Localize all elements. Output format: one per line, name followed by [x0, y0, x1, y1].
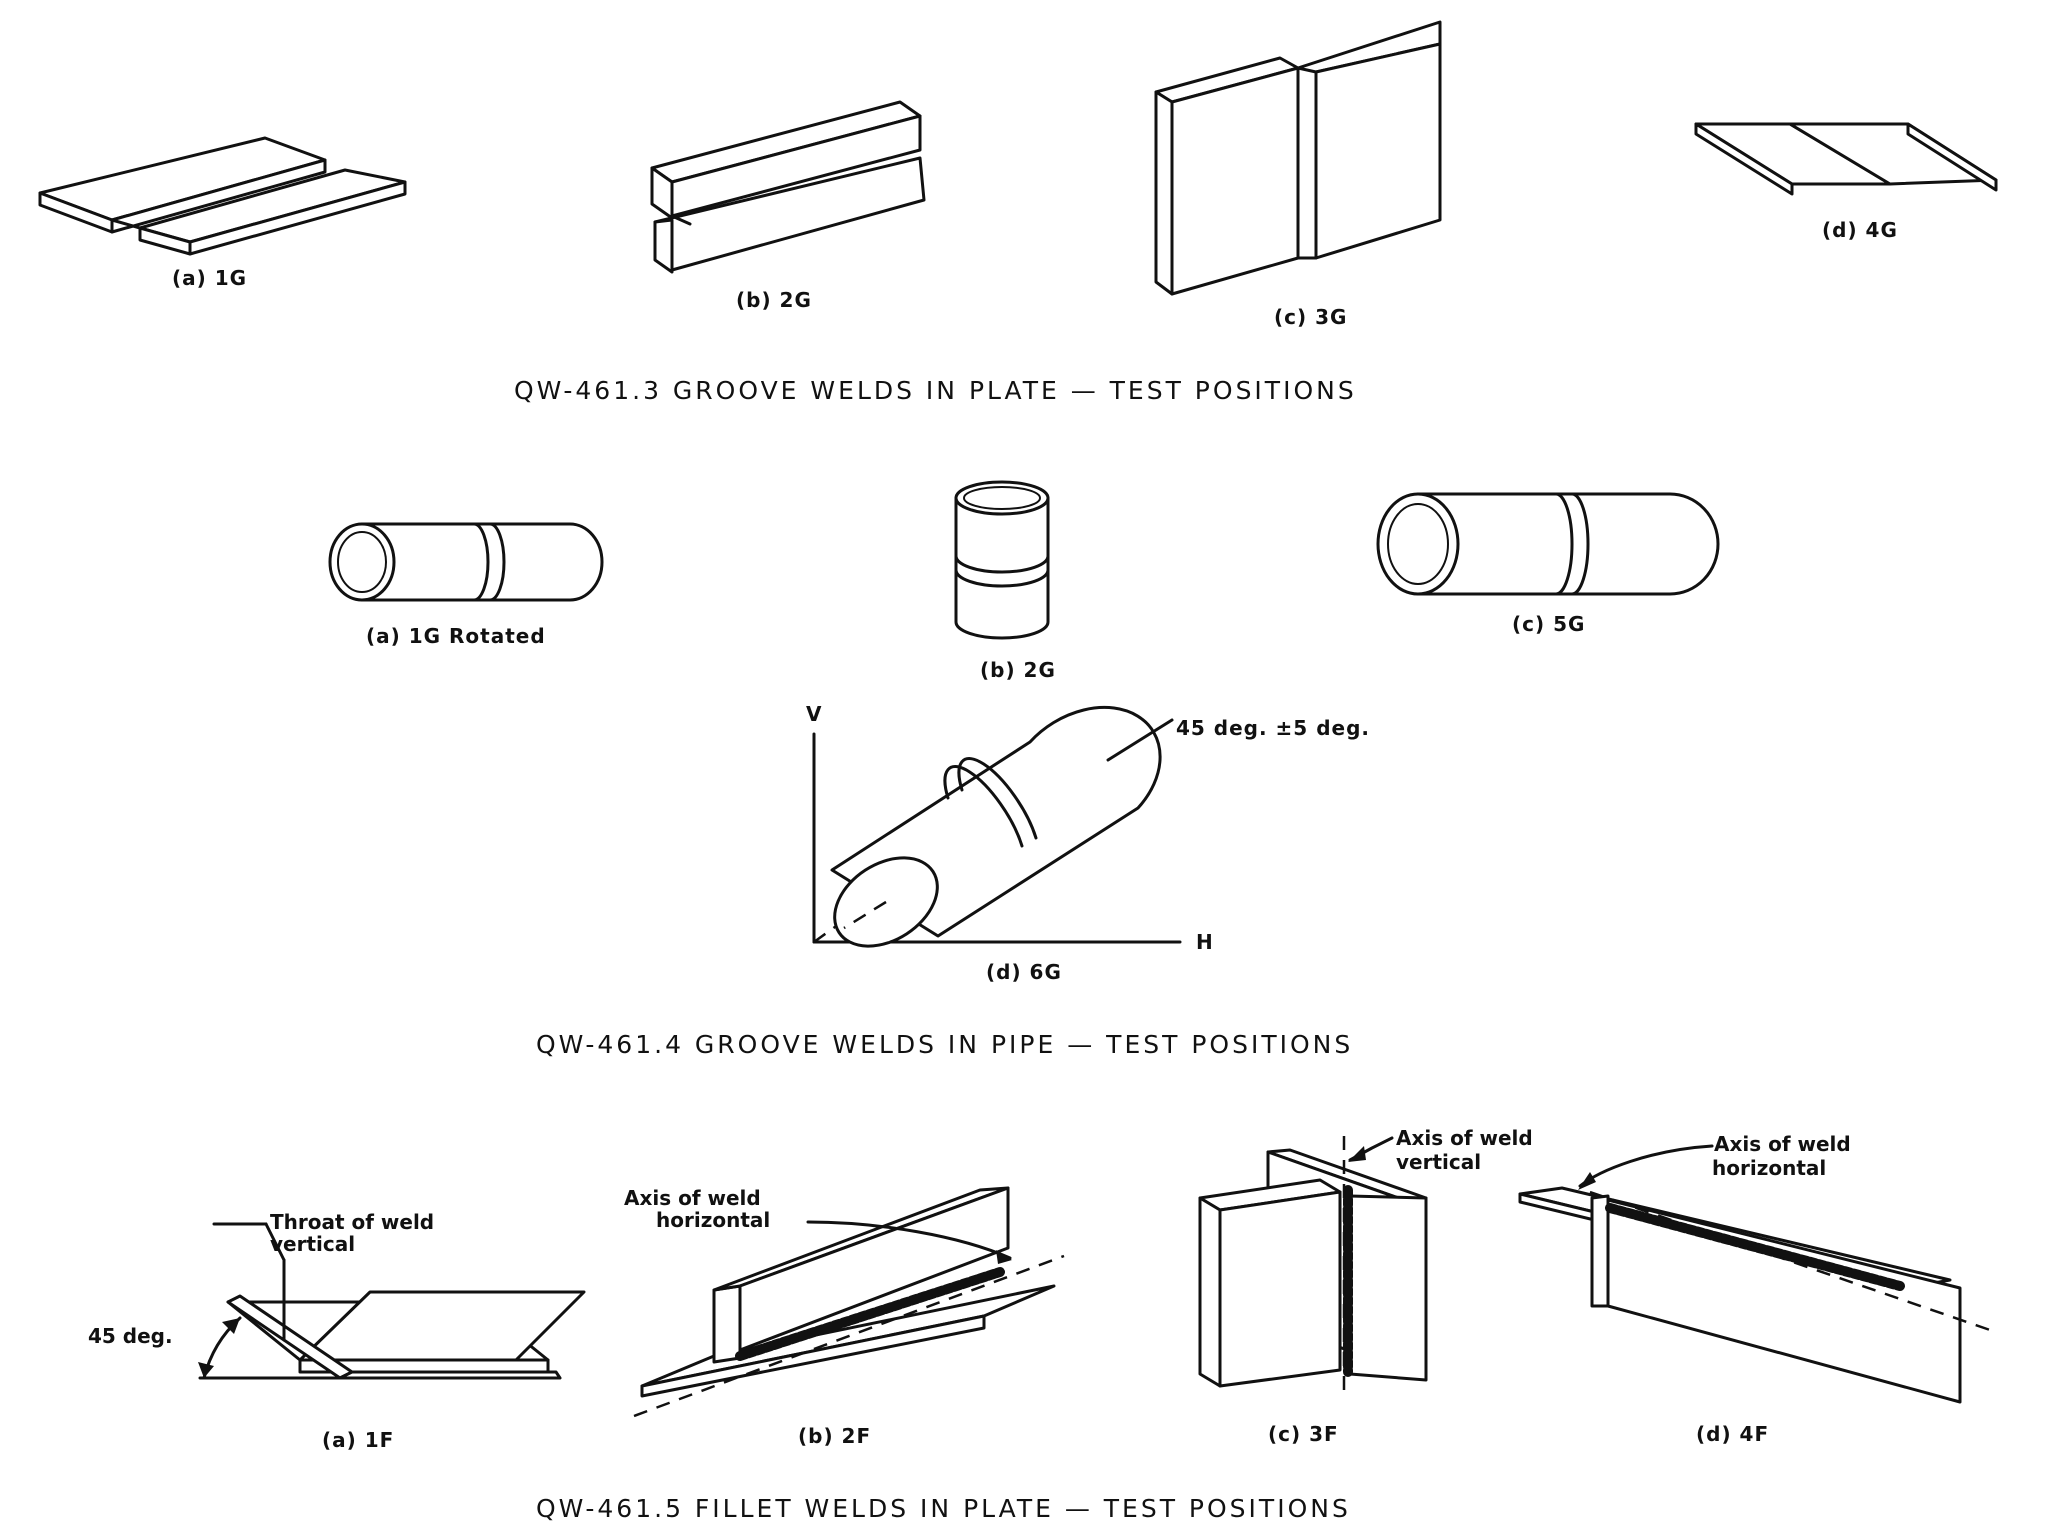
caption-plate-1g: (a) 1G [172, 266, 248, 290]
fillet-3f-figure [1198, 1136, 1428, 1396]
axis-label-h: H [1196, 930, 1214, 954]
caption-pipe-1g-rotated: (a) 1G Rotated [366, 624, 546, 648]
note-axis-4f-line2: horizontal [1712, 1156, 1827, 1180]
angle-note-6g: 45 deg. ±5 deg. [1176, 716, 1370, 740]
caption-fillet-2f: (b) 2F [798, 1424, 872, 1448]
caption-pipe-6g: (d) 6G [986, 960, 1062, 984]
fillet-2f-figure [633, 1186, 1065, 1418]
caption-fillet-1f: (a) 1F [322, 1428, 395, 1452]
fillet-1f-figure [198, 1222, 586, 1380]
note-axis-3f-line1: Axis of weld [1396, 1126, 1533, 1150]
caption-fillet-4f: (d) 4F [1696, 1422, 1770, 1446]
fillet-4f-figure [1518, 1144, 1991, 1404]
axis-label-v: V [806, 702, 823, 726]
note-throat-line2: vertical [270, 1232, 356, 1256]
section-title-pipe-groove: QW-461.4 GROOVE WELDS IN PIPE — TEST POS… [536, 1030, 1354, 1059]
caption-plate-3g: (c) 3G [1274, 305, 1348, 329]
plate-1g-figure [38, 136, 407, 256]
note-axis-4f-line1: Axis of weld [1714, 1132, 1851, 1156]
pipe-2g-figure [954, 480, 1050, 640]
pipe-5g-figure [1376, 492, 1720, 596]
note-axis-2f-line2: horizontal [656, 1208, 771, 1232]
caption-plate-4g: (d) 4G [1822, 218, 1898, 242]
pipe-1g-rotated-figure [328, 522, 604, 602]
plate-2g-figure [650, 100, 926, 274]
plate-3g-figure [1154, 20, 1442, 296]
section-title-plate-groove: QW-461.3 GROOVE WELDS IN PLATE — TEST PO… [514, 376, 1357, 405]
caption-pipe-2g: (b) 2G [980, 658, 1056, 682]
section-title-plate-fillet: QW-461.5 FILLET WELDS IN PLATE — TEST PO… [536, 1494, 1351, 1523]
plate-4g-figure [1694, 122, 1998, 196]
note-angle-45: 45 deg. [88, 1324, 173, 1348]
pipe-6g-figure [812, 705, 1182, 948]
note-throat-line1: Throat of weld [270, 1210, 435, 1234]
note-axis-3f-line2: vertical [1396, 1150, 1482, 1174]
note-axis-2f-line1: Axis of weld [624, 1186, 761, 1210]
caption-fillet-3f: (c) 3F [1268, 1422, 1339, 1446]
caption-pipe-5g: (c) 5G [1512, 612, 1586, 636]
caption-plate-2g: (b) 2G [736, 288, 812, 312]
